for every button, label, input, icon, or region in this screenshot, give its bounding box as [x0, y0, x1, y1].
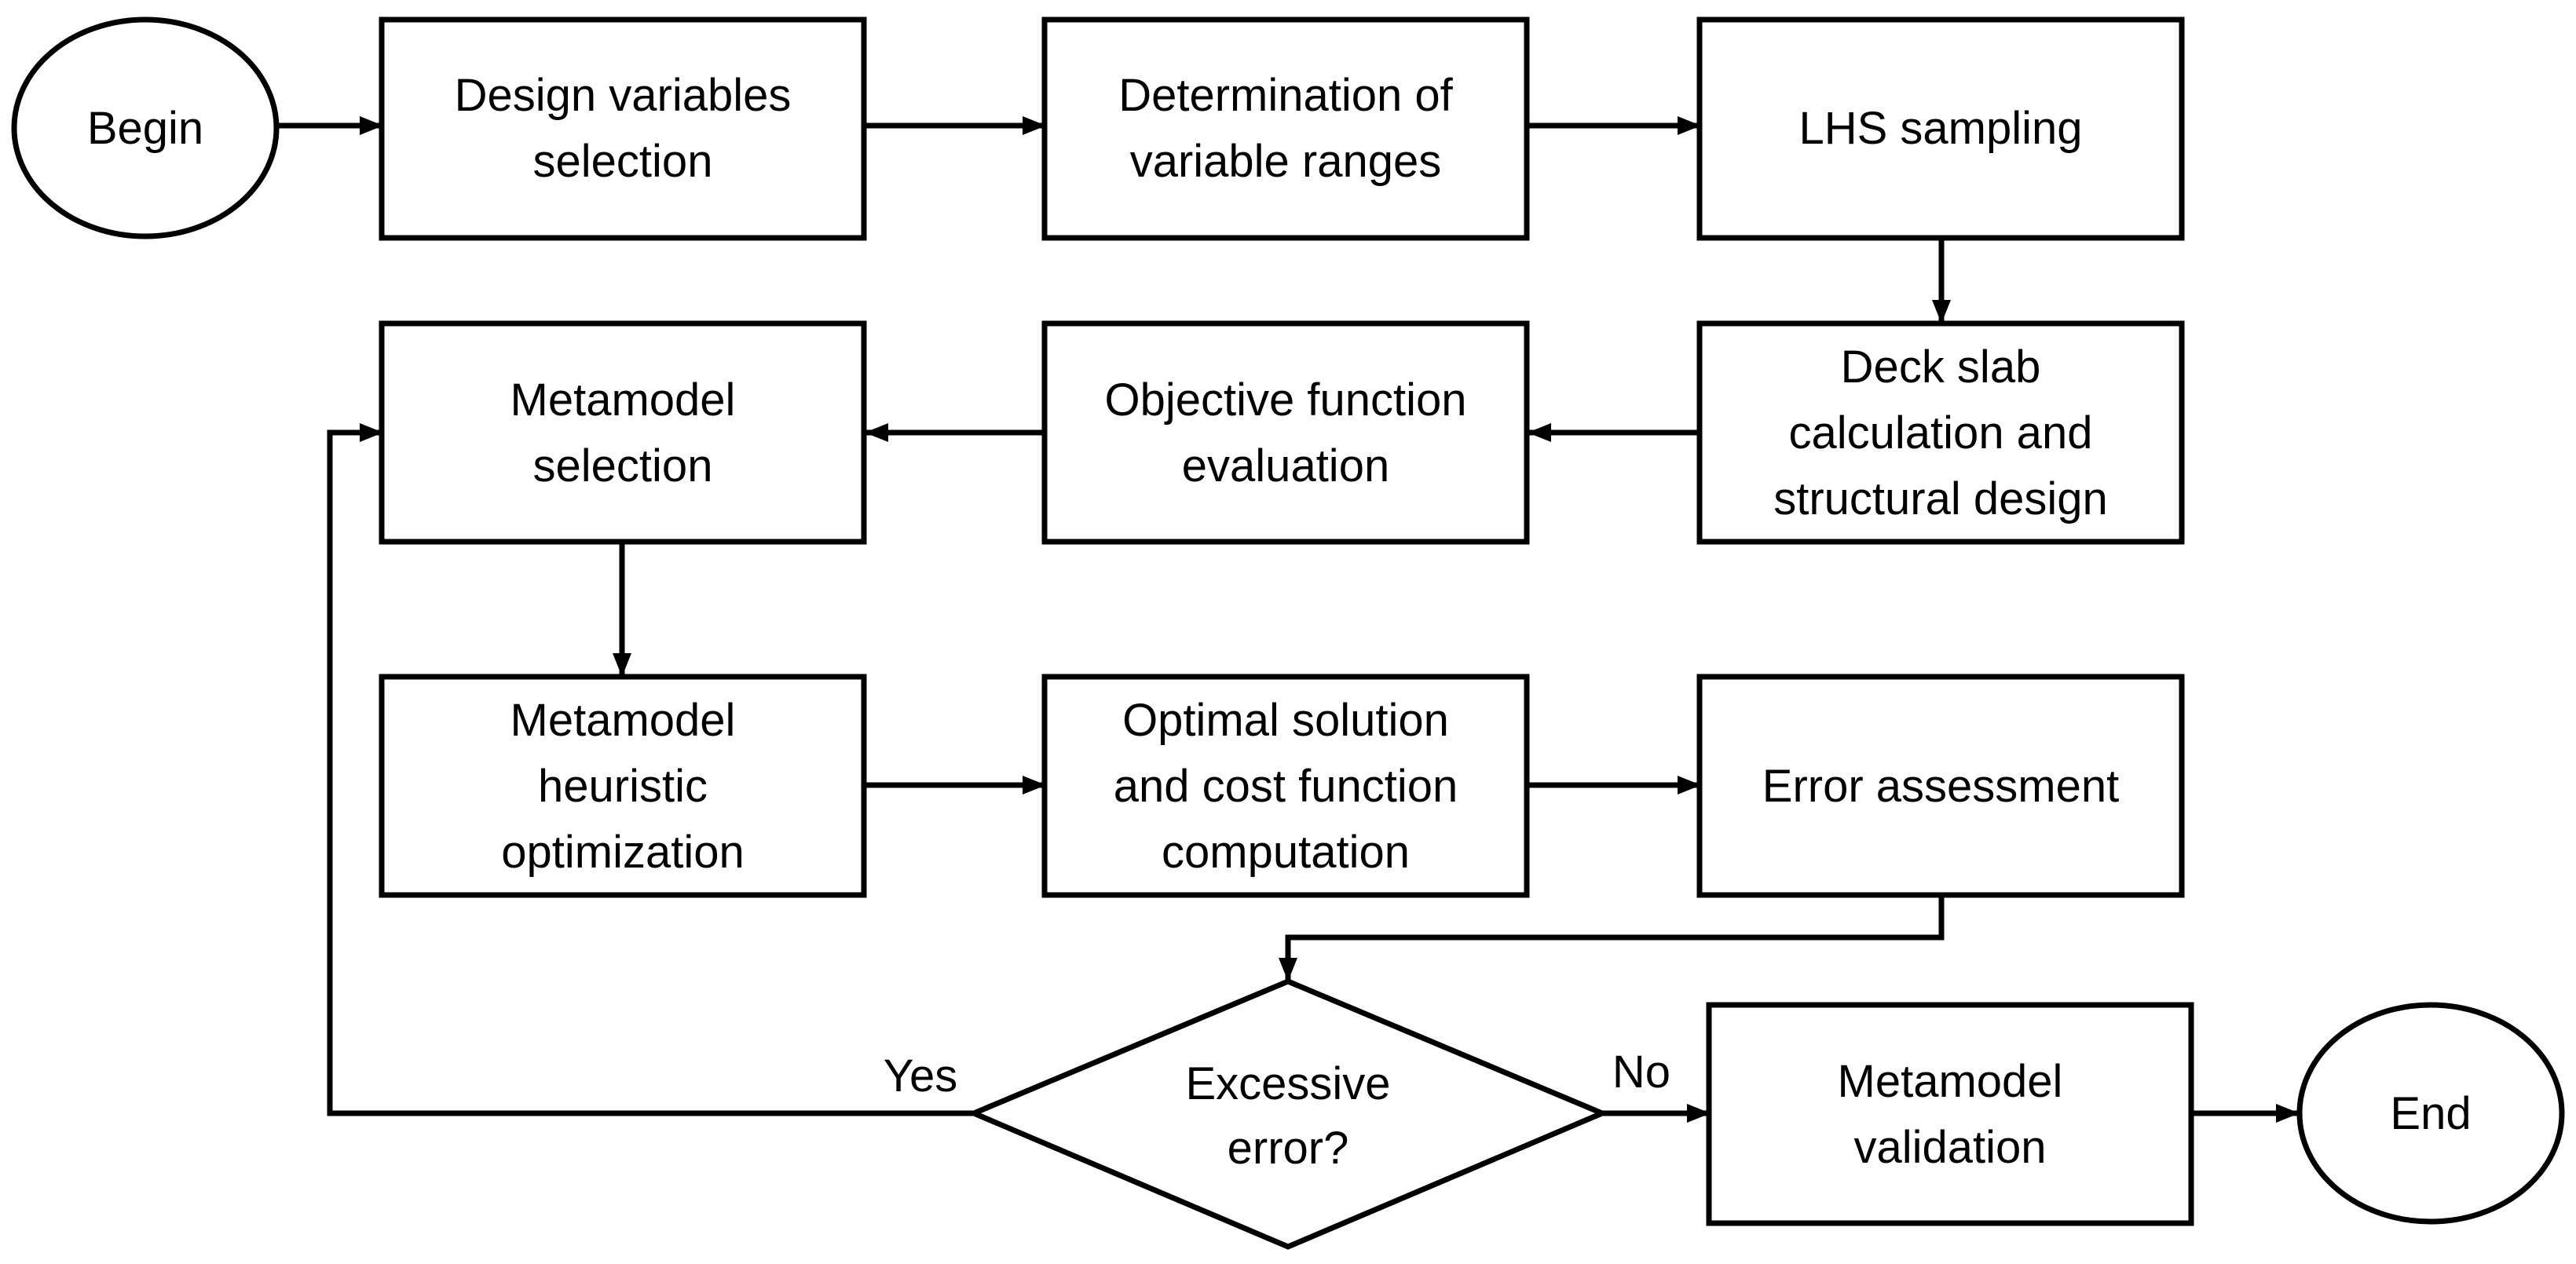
arrow-error-assessment-to-decision [1279, 895, 1945, 981]
metamodel-validation-node: Metamodel validation [1706, 1002, 2194, 1226]
metamodel-validation-label-1: Metamodel [1838, 1056, 2063, 1107]
metamodel-selection-label-1: Metamodel [510, 374, 736, 426]
deck-slab-label-2: calculation and [1789, 407, 2093, 458]
begin-label: Begin [87, 103, 203, 154]
lhs-sampling-node: LHS sampling [1696, 16, 2185, 241]
determination-node: Determination of variable ranges [1041, 16, 1530, 241]
design-variables-label-2: selection [533, 136, 713, 187]
excessive-error-decision: Excessive error? [967, 978, 1609, 1250]
begin-node: Begin [11, 16, 280, 239]
deck-slab-label-3: structural design [1773, 473, 2108, 524]
determination-label-1: Determination of [1118, 70, 1453, 121]
end-node: End [2296, 1002, 2565, 1225]
optimal-solution-label-3: computation [1162, 827, 1410, 878]
heuristic-optimization-label-1: Metamodel [510, 695, 736, 746]
end-label: End [2390, 1088, 2471, 1139]
objective-function-label-2: evaluation [1182, 440, 1389, 491]
optimal-solution-node: Optimal solution and cost function compu… [1041, 674, 1530, 898]
error-assessment-label: Error assessment [1762, 761, 2119, 812]
optimal-solution-label-1: Optimal solution [1122, 695, 1449, 746]
objective-function-node: Objective function evaluation [1041, 320, 1530, 545]
deck-slab-node: Deck slab calculation and structural des… [1696, 320, 2185, 545]
heuristic-optimization-label-2: heuristic [538, 761, 708, 812]
lhs-sampling-label: LHS sampling [1798, 103, 2082, 154]
connectors [278, 116, 2300, 1123]
no-edge-label: No [1612, 1047, 1670, 1098]
design-variables-node: Design variables selection [379, 16, 867, 241]
error-assessment-node: Error assessment [1696, 674, 2185, 898]
heuristic-optimization-node: Metamodel heuristic optimization [379, 674, 867, 898]
heuristic-optimization-label-3: optimization [501, 827, 744, 878]
design-variables-label-1: Design variables [455, 70, 792, 121]
decision-label-2: error? [1228, 1123, 1349, 1174]
metamodel-validation-label-2: validation [1853, 1122, 2046, 1173]
metamodel-selection-label-2: selection [533, 440, 713, 491]
optimal-solution-label-2: and cost function [1114, 761, 1458, 812]
objective-function-label-1: Objective function [1104, 374, 1466, 426]
metamodel-selection-node: Metamodel selection [379, 320, 867, 545]
yes-edge-label: Yes [884, 1050, 958, 1101]
deck-slab-label-1: Deck slab [1841, 342, 2041, 393]
determination-label-2: variable ranges [1130, 136, 1442, 187]
decision-label-1: Excessive [1185, 1058, 1390, 1109]
arrow-decision-yes-to-selection [327, 423, 974, 1116]
